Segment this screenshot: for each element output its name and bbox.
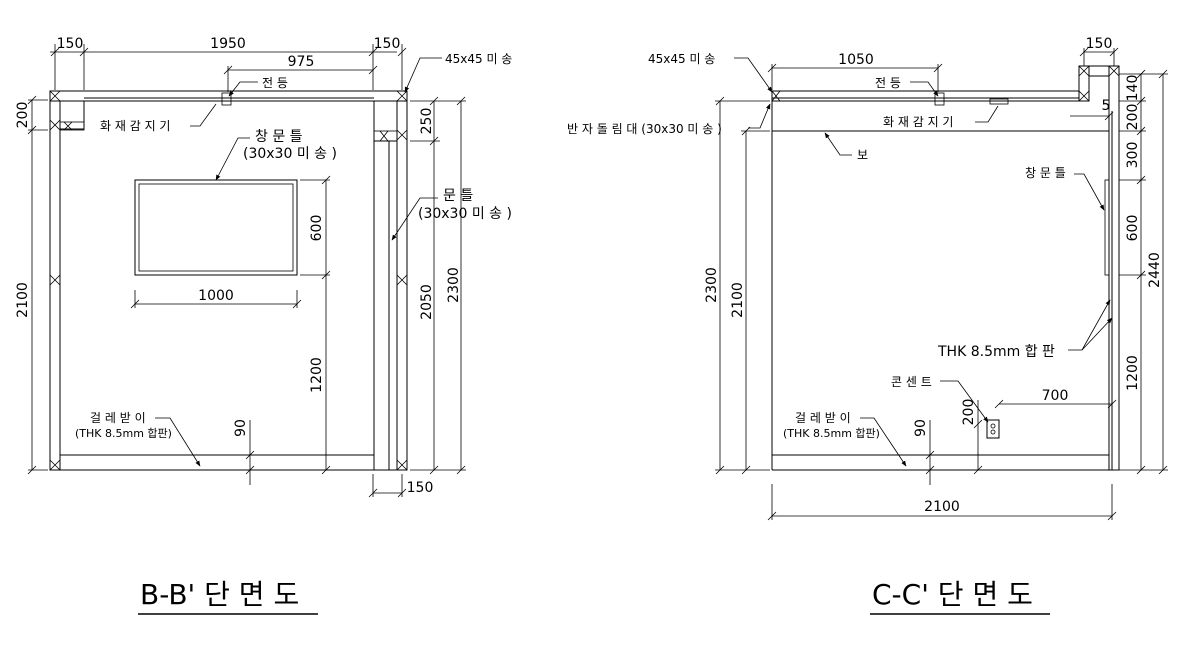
label-pine-45: 45x45 미 송 [445,52,512,66]
dim-1950: 1950 [210,36,246,52]
section-bb: 150 1950 150 975 200 2100 250 [15,36,512,615]
right-vertical-dimensions-cc: 140 200 300 600 1200 2440 5 [1070,69,1168,475]
dim-200-cc: 200 [1125,104,1141,131]
left-corner-post [59,100,85,130]
label-light: 전 등 [262,76,288,90]
label-plywood: THK 8.5mm 합 판 [937,344,1055,360]
window-dimensions: 600 1200 1000 [130,175,331,475]
dim-2440: 2440 [1147,252,1163,288]
label-fire-detector-cc: 화 재 감 지 기 [883,115,953,129]
light-fixture [221,92,232,106]
right-corner-post [373,100,398,142]
right-wall-cc [1108,65,1120,471]
dim-600-cc: 600 [1125,215,1141,242]
label-outlet: 콘 센 트 [891,375,932,389]
left-vertical-dimensions: 200 2100 [15,95,48,475]
dim-2100-bottom: 2100 [924,499,960,515]
right-vertical-dimensions: 250 2050 2300 [410,96,466,475]
outlet-dimensions: 700 200 90 [913,388,1117,485]
label-light-cc: 전 등 [875,76,901,90]
dim-90: 90 [233,419,249,437]
dim-140: 140 [1125,75,1141,102]
dim-1050: 1050 [838,52,874,68]
dim-600: 600 [309,215,325,242]
dim-150-top: 150 [1086,36,1113,52]
dim-150-left: 150 [57,36,84,52]
dim-150-bottom: 150 [407,480,434,496]
dim-200: 200 [15,102,31,129]
label-window-frame: 창 문 틀 [255,129,303,145]
dim-1200-cc: 1200 [1125,355,1141,391]
dim-2300: 2300 [446,267,462,303]
dim-2300-cc: 2300 [704,267,720,303]
dim-1000: 1000 [198,288,234,304]
dim-90-cc: 90 [913,419,929,437]
dim-5: 5 [1102,98,1111,114]
label-rim-beam: 반 자 돌 림 대 (30x30 미 송 ) [567,122,722,136]
baseboard-dimensions: 90 150 [233,419,434,498]
dim-1200: 1200 [309,357,325,393]
label-baseboard-cc: 걸 레 받 이 [795,411,851,425]
window-frame-cc [1104,179,1110,276]
top-dimensions-cc: 1050 150 [767,36,1119,92]
bottom-dimension-cc: 2100 [767,484,1117,521]
window [134,179,298,276]
title-bb: B-B' 단 면 도 [140,578,299,611]
top-beam-cc [771,90,1087,102]
outlet [986,419,1000,439]
section-cc: 1050 150 140 200 300 600 1200 2440 [567,36,1168,615]
light-fixture-cc [934,92,945,106]
dim-975: 975 [288,54,315,70]
top-beam [49,90,408,102]
label-baseboard: 걸 레 받 이 [90,411,146,425]
dim-2100-cc: 2100 [730,282,746,318]
label-window-frame-spec: (30x30 미 송 ) [243,146,337,162]
cross-marks [49,90,408,471]
dim-150-right: 150 [374,36,401,52]
dim-700: 700 [1042,388,1069,404]
dim-250: 250 [419,108,435,135]
left-vertical-dimensions-cc: 2300 2100 [704,96,770,475]
label-door-frame: 문 틀 [443,188,473,204]
dim-2050: 2050 [419,284,435,320]
title-cc: C-C' 단 면 도 [872,578,1033,611]
dim-200-outlet: 200 [961,399,977,426]
label-baseboard-spec: (THK 8.5mm 합판) [75,427,172,440]
label-pine-45-cc: 45x45 미 송 [648,52,715,66]
dim-300: 300 [1125,142,1141,169]
label-baseboard-spec-cc: (THK 8.5mm 합판) [783,427,880,440]
cross-marks-cc [771,65,1120,102]
fire-detector-cc [989,98,1009,105]
dim-2100: 2100 [15,282,31,318]
label-door-frame-spec: (30x30 미 송 ) [418,206,512,222]
label-window-frame-cc: 창 문 틀 [1025,166,1066,180]
label-fire-detector: 화 재 감 지 기 [100,119,170,133]
top-dimensions: 150 1950 150 975 [50,36,407,92]
label-beam: 보 [857,148,868,162]
